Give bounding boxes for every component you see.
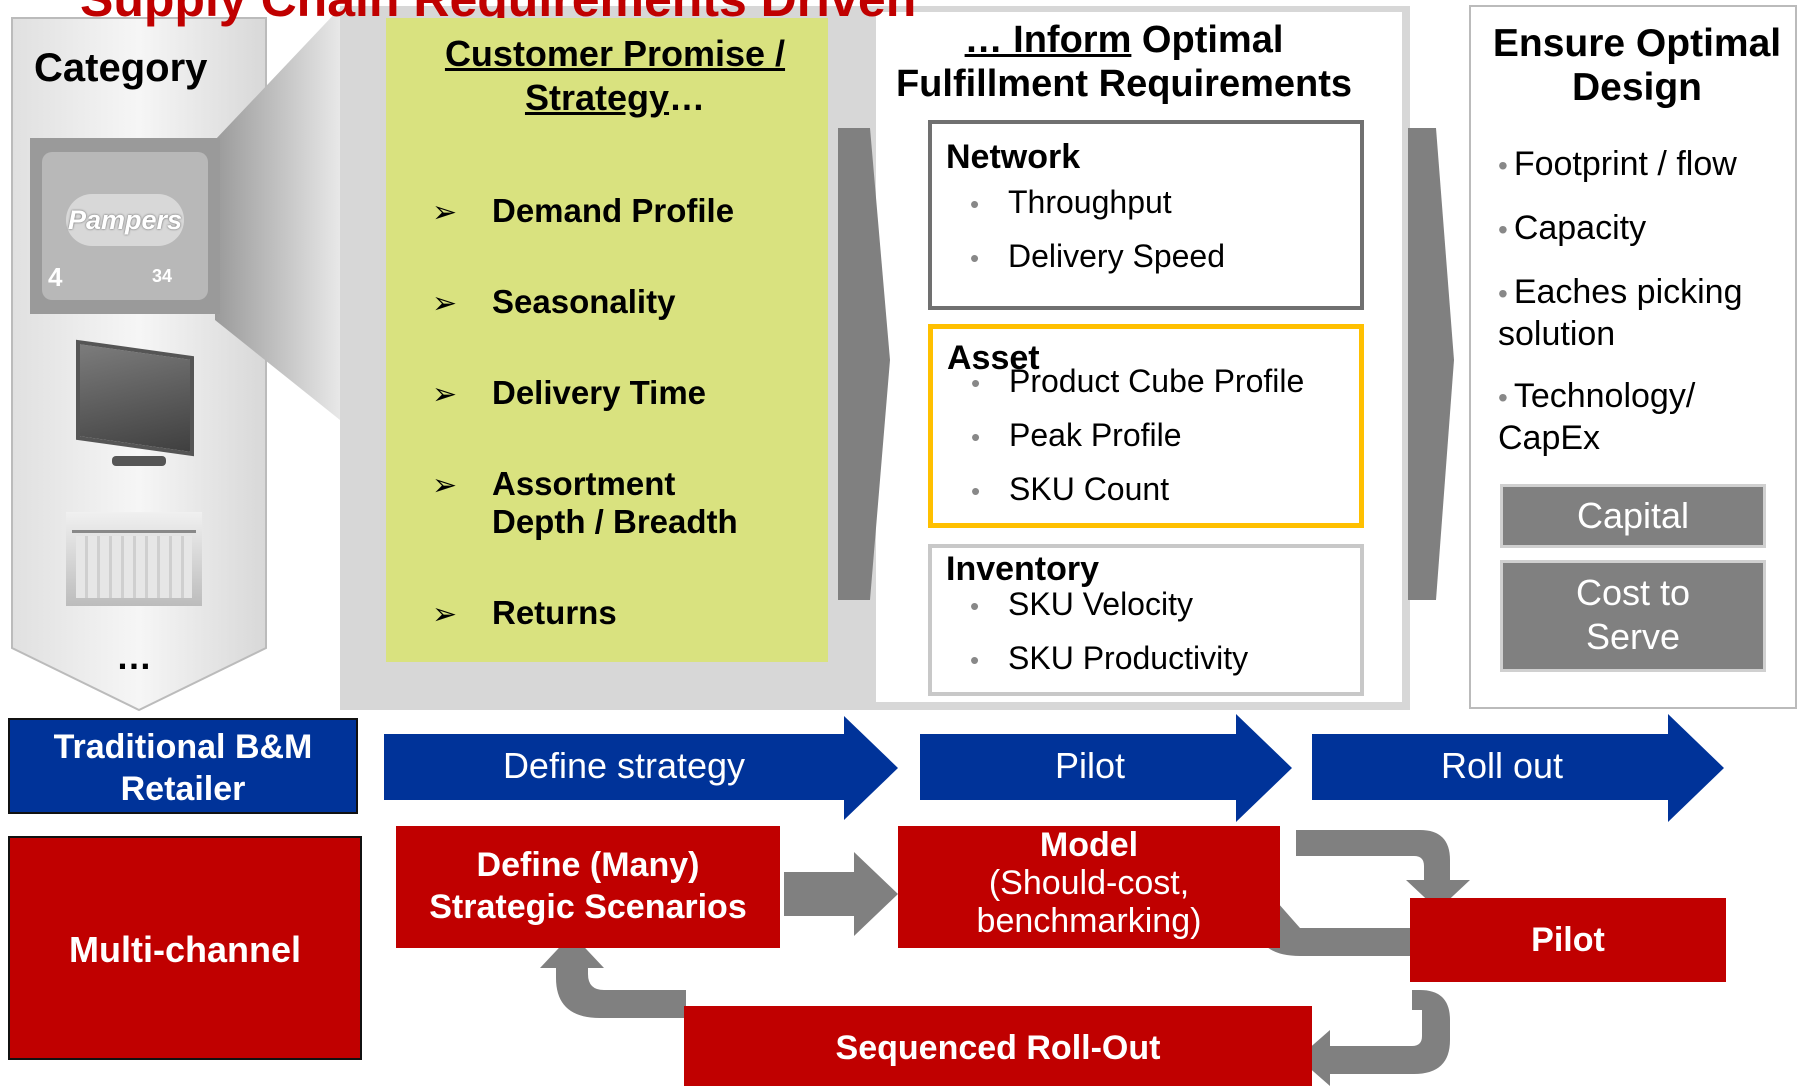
customer-promise-panel (386, 18, 828, 662)
asset-item: •SKU Count (971, 471, 1170, 507)
model-title: Model (1039, 826, 1139, 864)
tv-screen (76, 339, 194, 457)
arrow-bullet-icon: ➢ (432, 598, 458, 631)
arrow-pilot (920, 714, 1292, 822)
inventory-item: •SKU Productivity (970, 640, 1249, 676)
define-scenarios-text: Define (Many) Strategic Scenarios (429, 846, 747, 926)
network-item: •Throughput (970, 184, 1172, 220)
category-title: Category (34, 46, 208, 90)
network-title: Network (946, 138, 1081, 176)
promise-item-label: Assortment Depth / Breadth (492, 465, 738, 540)
design-item: •Capacity (1498, 209, 1647, 247)
size-label: 4 (48, 262, 63, 292)
step-roll-out: Roll out (1440, 745, 1564, 786)
clothes-garments (76, 536, 192, 598)
promise-item-label: Returns (492, 594, 617, 631)
define-scenarios-box: Define (Many) Strategic Scenarios (396, 826, 780, 948)
customer-promise-heading-suffix: … (669, 77, 706, 118)
chevron-arrow-2 (1408, 128, 1454, 600)
design-item-label: Capacity (1513, 209, 1647, 247)
promise-item-assortment: ➢ Assortment Depth / Breadth (432, 465, 772, 541)
zoom-wedge (215, 8, 340, 420)
fulfillment-heading-rest: Optimal (1131, 19, 1284, 61)
mc-pilot-box: Pilot (1410, 898, 1726, 982)
pampers-logo: Pampers (66, 194, 184, 246)
step-define-strategy: Define strategy (502, 745, 746, 786)
tv-image (72, 339, 200, 472)
arrow-pilot-to-rollout (1298, 990, 1450, 1086)
design-item: •Eaches picking solution (1498, 273, 1743, 353)
asset-item-label: Peak Profile (1009, 417, 1182, 453)
promise-item-label: Demand Profile (492, 192, 735, 229)
inventory-title: Inventory (946, 550, 1100, 588)
promise-item-label: Delivery Time (492, 374, 707, 411)
fulfillment-heading: … Inform Optimal Fulfillment Requirement… (884, 18, 1364, 106)
arrow-bullet-icon: ➢ (432, 196, 458, 229)
arrow-rollout-to-define (540, 934, 686, 1018)
mc-pilot-text: Pilot (1531, 921, 1605, 959)
traditional-retailer-text: Traditional B&M Retailer (53, 728, 313, 808)
model-box: Model (Should-cost, benchmarking) (898, 826, 1280, 948)
promise-item-delivery-time: ➢ Delivery Time (432, 374, 706, 414)
customer-promise-heading: Customer Promise / Strategy… (420, 32, 810, 120)
network-item: •Delivery Speed (970, 238, 1225, 274)
promise-item-demand: ➢ Demand Profile (432, 192, 734, 232)
arrow-bullet-icon: ➢ (432, 378, 458, 411)
arrow-model-to-pilot (1296, 830, 1470, 910)
diaper-pack-box: Pampers 4 34 (42, 152, 208, 300)
asset-item-label: Product Cube Profile (1009, 363, 1305, 399)
design-heading: Ensure Optimal Design (1492, 22, 1782, 109)
fulfillment-heading-line2: Fulfillment Requirements (895, 63, 1353, 105)
category-more: … (116, 636, 152, 677)
promise-item-label: Seasonality (492, 283, 676, 320)
promise-item-seasonality: ➢ Seasonality (432, 283, 675, 323)
design-item-label: Footprint / flow (1513, 145, 1737, 183)
asset-item-label: SKU Count (1009, 471, 1170, 507)
count-label: 34 (152, 266, 173, 286)
inventory-box: Inventory •SKU Velocity •SKU Productivit… (928, 544, 1364, 696)
capital-box: Capital (1500, 484, 1766, 548)
step-pilot: Pilot (1054, 745, 1126, 786)
diaper-pack-image: Pampers 4 34 (30, 138, 220, 314)
multichannel-label: Multi-channel (8, 836, 362, 1060)
inventory-item-label: SKU Velocity (1008, 586, 1193, 622)
arrow-bullet-icon: ➢ (432, 287, 458, 320)
sequenced-rollout-box: Sequenced Roll-Out (684, 1006, 1312, 1086)
fulfillment-heading-prefix: … Inform (964, 19, 1132, 61)
promise-item-returns: ➢ Returns (432, 594, 617, 634)
arrow-define-to-model (784, 852, 898, 936)
traditional-retailer-label: Traditional B&M Retailer (8, 718, 358, 814)
asset-box: Asset •Product Cube Profile •Peak Profil… (928, 324, 1364, 528)
arrow-pilot-to-model (1240, 894, 1410, 956)
design-item: •Footprint / flow (1498, 145, 1737, 183)
chevron-arrow-1 (838, 128, 890, 600)
design-item: •Technology/ CapEx (1498, 377, 1696, 457)
asset-title: Asset (947, 339, 1040, 377)
customer-promise-heading-line1: Customer Promise / (444, 33, 786, 74)
network-item-label: Throughput (1008, 184, 1172, 220)
model-subtitle: (Should-cost, benchmarking) (976, 864, 1202, 940)
clothes-rack-image (66, 512, 202, 606)
arrow-bullet-icon: ➢ (432, 469, 458, 502)
network-item-label: Delivery Speed (1008, 238, 1225, 274)
design-item-label: Technology/ CapEx (1498, 377, 1696, 457)
cost-to-serve-box: Cost to Serve (1500, 560, 1766, 672)
clothes-rail (72, 530, 196, 533)
customer-promise-heading-line2: Strategy (524, 77, 670, 118)
asset-item: •Peak Profile (971, 417, 1182, 453)
asset-item: •Product Cube Profile (971, 363, 1305, 399)
sequenced-rollout-text: Sequenced Roll-Out (835, 1029, 1161, 1067)
inventory-item-label: SKU Productivity (1008, 640, 1249, 676)
inventory-item: •SKU Velocity (970, 586, 1193, 622)
tv-stand (112, 456, 166, 466)
multichannel-text: Multi-channel (69, 929, 301, 970)
arrow-roll-out (1312, 714, 1724, 822)
arrow-define-strategy (384, 716, 898, 820)
design-item-label: Eaches picking solution (1498, 273, 1743, 353)
network-box: Network •Throughput •Delivery Speed (928, 120, 1364, 310)
